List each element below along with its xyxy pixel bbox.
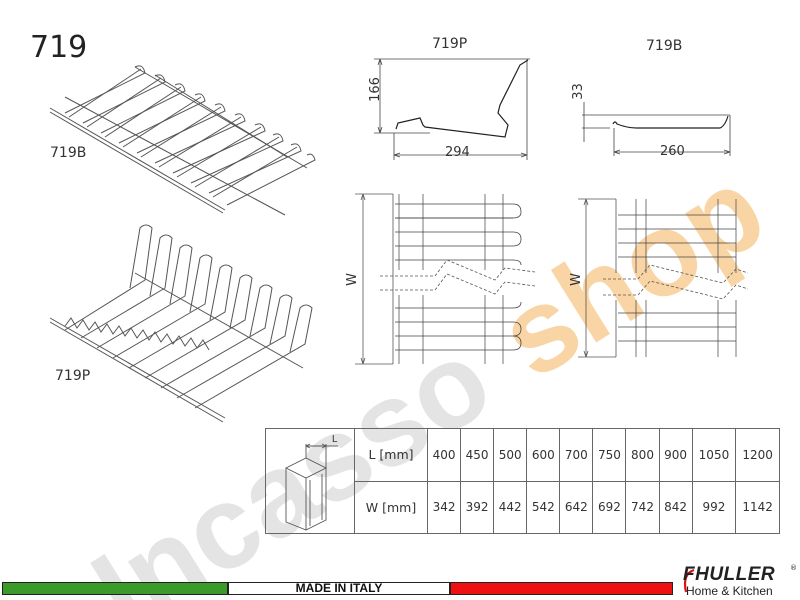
cell-l-5: 750 bbox=[592, 428, 627, 482]
rack-719p-illustration bbox=[49, 224, 313, 423]
cell-l-9: 1200 bbox=[735, 428, 780, 482]
cell-l-1: 450 bbox=[460, 428, 495, 482]
size-spec-table: L L [mm] 400 450 500 600 700 750 800 900… bbox=[265, 428, 780, 534]
row-header-width: W [mm] bbox=[354, 480, 428, 534]
cell-w-9: 1142 bbox=[735, 480, 780, 534]
sideview-719b-width: 260 bbox=[660, 144, 685, 159]
cabinet-diagram-cell: L bbox=[265, 428, 355, 534]
page-title: 719 bbox=[30, 30, 88, 65]
brand-swoosh-icon bbox=[683, 568, 695, 593]
cell-w-0: 342 bbox=[426, 480, 462, 534]
cell-w-5: 692 bbox=[592, 480, 627, 534]
cabinet-diagram-icon: L bbox=[284, 434, 338, 531]
cell-l-7: 900 bbox=[658, 428, 693, 482]
label-719b: 719B bbox=[50, 145, 87, 161]
registered-mark: ® bbox=[790, 564, 797, 572]
cell-w-2: 442 bbox=[493, 480, 528, 534]
sideview-719p-width: 294 bbox=[445, 145, 470, 160]
cell-w-4: 642 bbox=[559, 480, 594, 534]
topview-719p-drawing bbox=[355, 193, 536, 365]
sideview-719p-height: 166 bbox=[367, 77, 383, 102]
cell-l-4: 700 bbox=[559, 428, 594, 482]
italian-flag-red bbox=[450, 582, 673, 595]
cell-l-3: 600 bbox=[526, 428, 561, 482]
cell-l-2: 500 bbox=[493, 428, 528, 482]
label-719p: 719P bbox=[55, 368, 91, 384]
cell-l-0: 400 bbox=[426, 428, 462, 482]
table-row-length: L L [mm] 400 450 500 600 700 750 800 900… bbox=[265, 428, 780, 534]
cell-w-8: 992 bbox=[691, 480, 737, 534]
cell-l-8: 1050 bbox=[691, 428, 737, 482]
sideview-719b-drawing bbox=[582, 102, 731, 156]
cell-l-6: 800 bbox=[625, 428, 660, 482]
cell-w-7: 842 bbox=[658, 480, 693, 534]
svg-text:L: L bbox=[332, 434, 338, 445]
topview-719b-drawing bbox=[578, 198, 749, 358]
sideview-719p-title: 719P bbox=[432, 36, 468, 52]
cell-w-1: 392 bbox=[460, 480, 495, 534]
sideview-719b-title: 719B bbox=[646, 38, 683, 54]
brand-logo: FHULLER bbox=[683, 564, 776, 585]
sideview-719b-height: 33 bbox=[570, 83, 586, 100]
row-header-length: L [mm] bbox=[354, 428, 428, 482]
table-row-width: W [mm] 342 392 442 542 642 692 742 842 9… bbox=[266, 480, 780, 534]
brand-tagline: Home & Kitchen bbox=[686, 584, 773, 598]
cell-w-6: 742 bbox=[625, 480, 660, 534]
rack-719b-illustration bbox=[49, 65, 316, 216]
topview-719p-width-label: W bbox=[344, 273, 360, 286]
made-in-italy-label: MADE IN ITALY bbox=[228, 582, 450, 595]
italian-flag-green bbox=[2, 582, 228, 595]
cell-w-3: 542 bbox=[526, 480, 561, 534]
sideview-719p-drawing bbox=[374, 58, 530, 160]
topview-719b-width-label: W bbox=[568, 273, 584, 286]
